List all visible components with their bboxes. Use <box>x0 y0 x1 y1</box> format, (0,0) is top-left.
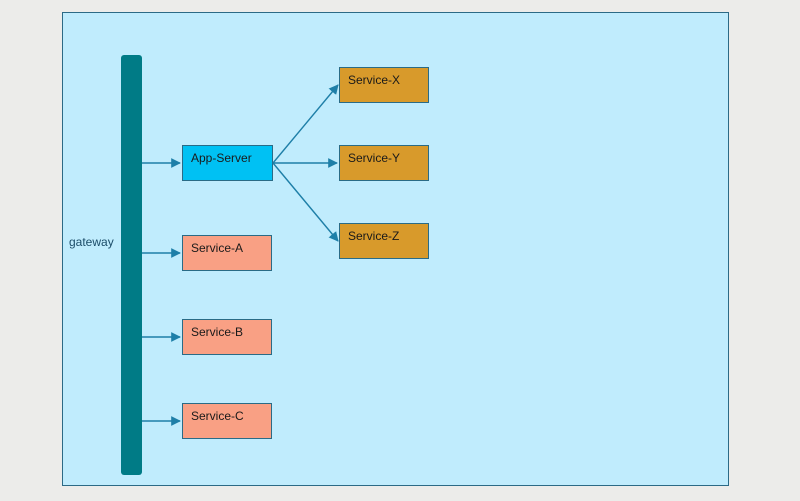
gateway-bar <box>121 55 142 475</box>
gateway-label: gateway <box>69 235 114 249</box>
service-y-node: Service-Y <box>339 145 429 181</box>
service-x-node: Service-X <box>339 67 429 103</box>
service-a-node: Service-A <box>182 235 272 271</box>
service-b-node: Service-B <box>182 319 272 355</box>
service-c-node: Service-C <box>182 403 272 439</box>
service-z-node: Service-Z <box>339 223 429 259</box>
app-server-node: App-Server <box>182 145 273 181</box>
